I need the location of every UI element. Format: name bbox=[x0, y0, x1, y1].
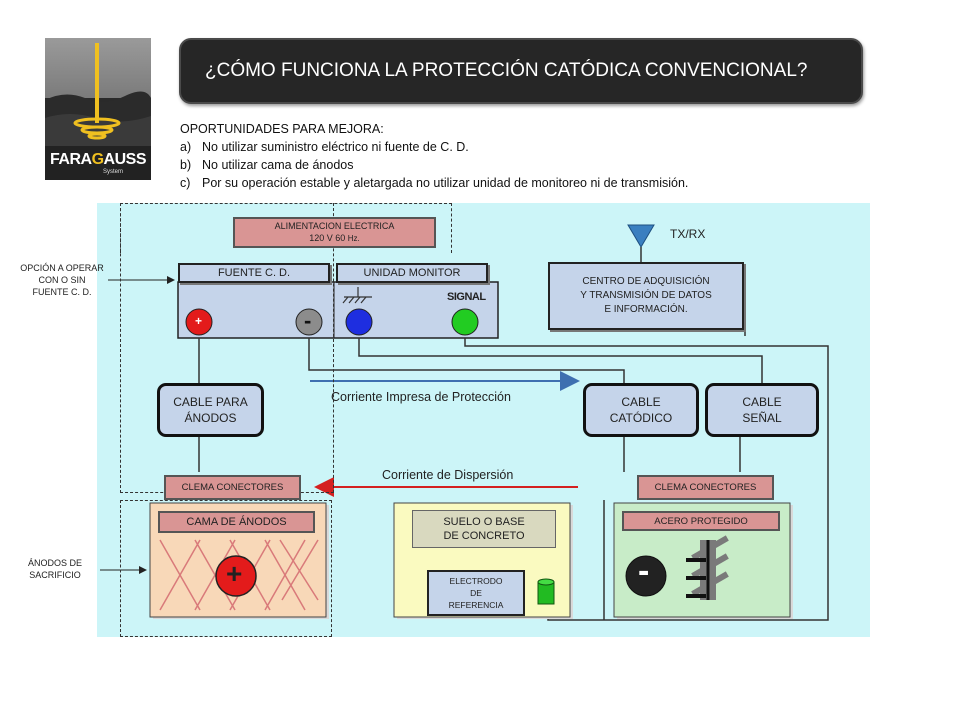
opportunities-heading: OPORTUNIDADES PARA MEJORA: bbox=[180, 122, 384, 136]
dc-source-label: FUENTE C. D. bbox=[178, 263, 330, 283]
grounding-rod-icon bbox=[45, 43, 151, 148]
signal-label: SIGNAL bbox=[447, 291, 486, 303]
anode-positive-sign: + bbox=[226, 558, 243, 589]
positive-terminal-sign: + bbox=[195, 314, 203, 328]
anode-bed-label: CAMA DE ÁNODOS bbox=[158, 511, 315, 533]
negative-terminal-sign: - bbox=[304, 308, 312, 333]
protected-steel-label: ACERO PROTEGIDO bbox=[622, 511, 780, 531]
logo-subtitle: System bbox=[103, 169, 124, 175]
option-label: OPCIÓN A OPERAR CON O SIN FUENTE C. D. bbox=[20, 263, 104, 297]
data-center-box: CENTRO DE ADQUISICIÓN Y TRANSMISIÓN DE D… bbox=[548, 262, 744, 330]
sacrificial-anodes-label: ÁNODOS DE SACRIFICIO bbox=[27, 558, 82, 580]
dispersion-current-label: Corriente de Dispersión bbox=[382, 468, 514, 482]
power-supply-box: ALIMENTACION ELECTRICA 120 V 60 Hz. bbox=[233, 217, 436, 248]
steel-structure-icon bbox=[686, 535, 729, 600]
logo-brand: FARAGAUSS bbox=[50, 151, 146, 168]
impressed-current-label: Corriente Impresa de Protección bbox=[331, 390, 511, 404]
page-title: ¿CÓMO FUNCIONA LA PROTECCIÓN CATÓDICA CO… bbox=[179, 38, 863, 104]
monitor-unit-label: UNIDAD MONITOR bbox=[336, 263, 488, 283]
list-item: a)No utilizar suministro eléctrico ni fu… bbox=[180, 140, 469, 154]
connectors-right-box: CLEMA CONECTORES bbox=[637, 475, 774, 500]
faragauss-logo: FARAGAUSS System bbox=[45, 38, 151, 180]
list-item: c)Por su operación estable y aletargada … bbox=[180, 176, 689, 190]
connectors-left-box: CLEMA CONECTORES bbox=[164, 475, 301, 500]
steel-negative-sign: - bbox=[638, 552, 650, 590]
opportunities-list: OPORTUNIDADES PARA MEJORA: a)No utilizar… bbox=[180, 120, 688, 192]
optional-anode-region bbox=[120, 500, 332, 637]
txrx-label: TX/RX bbox=[670, 227, 706, 241]
list-item: b)No utilizar cama de ánodos bbox=[180, 158, 354, 172]
reference-electrode-box: ELECTRODO DE REFERENCIA bbox=[427, 570, 525, 616]
